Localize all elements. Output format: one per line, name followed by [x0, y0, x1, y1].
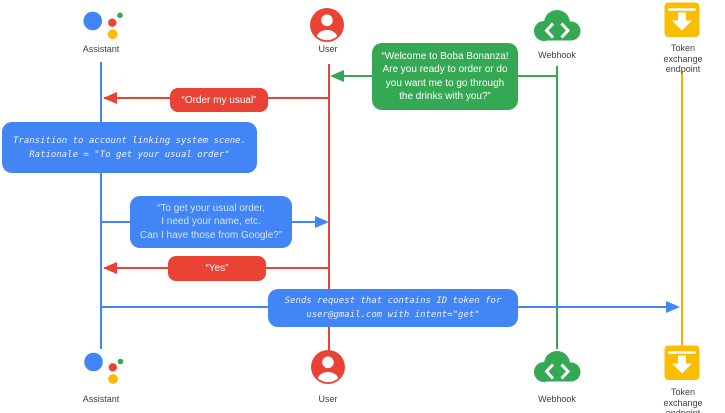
google-assistant-icon-bottom [84, 352, 124, 384]
webhook-label-top: Webhook [538, 50, 576, 60]
webhook-cloud-icon-bottom [534, 351, 581, 382]
user-icon-bottom [311, 350, 345, 384]
token-endpoint-lifeline [681, 71, 683, 347]
user-lifeline [328, 64, 330, 351]
token-exchange-endpoint-icon-bottom [664, 345, 700, 380]
token-endpoint-label-top: Token exchange endpoint [663, 43, 703, 74]
order-my-usual-bubble: “Order my usual” [170, 88, 268, 112]
assistant-label-top: Assistant [82, 44, 120, 54]
google-assistant-icon [83, 11, 123, 40]
webhook-label-bottom: Webhook [538, 394, 576, 404]
yes-arrowhead [103, 262, 117, 274]
sends-request-arrowhead [666, 301, 680, 313]
sends-request-bubble: Sends request that contains ID token for… [268, 289, 518, 327]
token-endpoint-label-bottom: Token exchange endpoint [663, 387, 703, 413]
webhook-lifeline [556, 66, 558, 349]
user-icon [310, 8, 344, 42]
webhook-cloud-icon [534, 10, 581, 41]
user-label-bottom: User [318, 394, 338, 404]
order-my-usual-arrowhead [103, 92, 117, 104]
usual-order-question-bubble: “To get your usual order, I need your na… [130, 196, 292, 248]
assistant-label-bottom: Assistant [82, 394, 120, 404]
token-exchange-endpoint-icon [664, 2, 700, 37]
assistant-lifeline [100, 62, 102, 349]
usual-order-question-arrowhead [315, 216, 329, 228]
yes-bubble: “Yes” [168, 256, 266, 281]
user-label-top: User [318, 44, 338, 54]
welcome-message-bubble: “Welcome to Boba Bonanza! Are you ready … [372, 43, 518, 110]
welcome-arrowhead [330, 70, 344, 82]
transition-note: Transition to account linking system sce… [2, 122, 257, 173]
